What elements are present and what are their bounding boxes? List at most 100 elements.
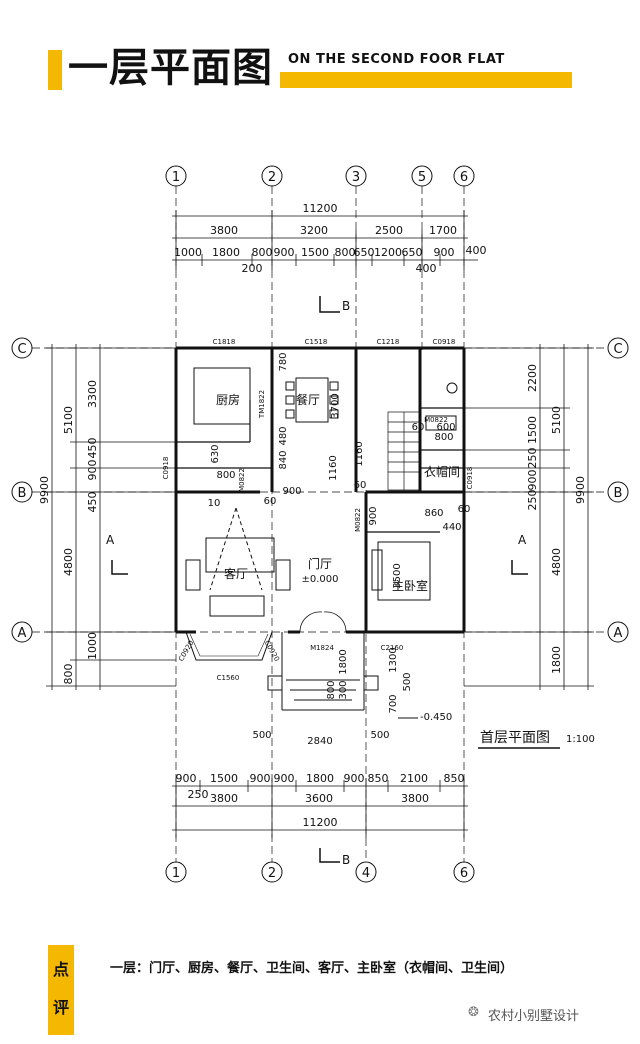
axis-label-left-b: B [18, 486, 27, 501]
top-dimensions [172, 210, 478, 270]
dim-inner-3: 800 [434, 432, 453, 443]
header: 一层平面图 ON THE SECOND FOOR FLAT [0, 0, 640, 120]
dim-left-6: 1000 [86, 632, 99, 660]
dim-top-small-1: 400 [416, 262, 437, 275]
comment-text: 一层：门厅、厨房、餐厅、卫生间、客厅、主卧室（衣帽间、卫生间） [110, 961, 514, 976]
axis-label-top-5: 5 [418, 170, 426, 185]
dim-inner-17: 500 [252, 730, 271, 741]
dim-right-0: 5100 [550, 406, 563, 434]
dim-inner-2: 480 [278, 426, 289, 445]
axis-label-bottom-6: 6 [460, 866, 468, 881]
dim-bottom-r2-2: 3600 [305, 792, 333, 805]
dim-inner-6: 60 [354, 480, 367, 491]
porch [267, 632, 379, 711]
window-c0918-right: C0918 [466, 467, 474, 490]
dim-right-3: 1500 [526, 416, 539, 444]
axis-label-left-c: C [17, 342, 26, 357]
section-b-top: B [342, 299, 350, 313]
door-m0822-master: M0822 [354, 508, 362, 532]
axis-bottom [165, 861, 475, 883]
dim-inner-20: 60 [412, 422, 425, 433]
dim-bottom-r2-3: 3800 [401, 792, 429, 805]
room-closet: 衣帽间 [424, 464, 460, 479]
dim-top-r3-1: 1800 [212, 246, 240, 259]
dim-right-total: 9900 [574, 476, 587, 504]
dim-inner-1: 3700 [330, 393, 341, 418]
dim-bottom-r1-8: 850 [444, 772, 465, 785]
stairs [387, 411, 421, 491]
comment-tag-char-1: 点 [52, 960, 69, 979]
dim-inner-4: 600 [436, 422, 455, 433]
dim-bottom-r2-0: 250 [188, 788, 209, 801]
living-sofas [185, 507, 291, 617]
accent-bar-left [48, 50, 62, 90]
dim-inner-19: 900 [368, 506, 379, 525]
axis-label-top-2: 2 [268, 170, 276, 185]
dim-top-4: 1700 [429, 224, 457, 237]
door-tm1822: TM1822 [258, 390, 266, 419]
window-c1218: C1218 [377, 338, 400, 346]
dim-top-r3-9: 900 [434, 246, 455, 259]
dim-left-5: 450 [86, 492, 99, 513]
dim-inner-0: 780 [278, 352, 289, 371]
dim-inner-11: 500 [402, 672, 413, 691]
dim-inner-18: 500 [370, 730, 389, 741]
axis-label-top-1: 1 [172, 170, 180, 185]
comment-tag-char-2: 评 [52, 998, 69, 1017]
dim-inner-16: 2840 [307, 736, 332, 747]
room-foyer: 门厅 [308, 556, 332, 571]
room-foyer-level: ±0.000 [301, 574, 338, 585]
dim-top-r3-0: 1000 [174, 246, 202, 259]
dim-right-4: 250 [526, 448, 539, 469]
dim-right-2: 2200 [526, 364, 539, 392]
dim-bottom-total: 11200 [303, 816, 338, 829]
dim-inner-7: 860 [424, 508, 443, 519]
bottom-dimensions [172, 778, 468, 838]
room-living: 客厅 [224, 566, 248, 581]
dim-top-total: 11200 [303, 202, 338, 215]
axis-label-right-a: A [614, 626, 623, 641]
axis-label-bottom-1: 1 [172, 866, 180, 881]
axis-label-right-c: C [613, 342, 622, 357]
room-master: 主卧室 [392, 578, 428, 593]
kitchen-counter [193, 367, 251, 425]
dim-inner-5: 1160 [328, 455, 339, 480]
dining-chairs [285, 381, 339, 419]
dim-left-total: 9900 [38, 476, 51, 504]
exterior-level: -0.450 [420, 712, 452, 723]
accent-bar-bottom [280, 72, 572, 88]
dim-right-1: 4800 [550, 548, 563, 576]
axis-label-right-b: B [614, 486, 623, 501]
left-dimensions [46, 344, 176, 690]
dim-inner-22: 10 [208, 498, 221, 509]
window-c1818: C1818 [213, 338, 236, 346]
window-c1560: C1560 [217, 674, 240, 682]
axis-label-top-3: 3 [352, 170, 360, 185]
dim-top-r3-7: 1200 [374, 246, 402, 259]
axis-label-bottom-2: 2 [268, 866, 276, 881]
dim-right-6: 250 [526, 490, 539, 511]
dim-top-r3-5: 800 [335, 246, 356, 259]
axis-label-bottom-4: 4 [362, 866, 370, 881]
dim-top-2: 3200 [300, 224, 328, 237]
page-title: 一层平面图 [68, 44, 273, 91]
window-c0918-top: C0918 [433, 338, 456, 346]
dim-inner-23: 840 [278, 450, 289, 469]
axis-label-top-6: 6 [460, 170, 468, 185]
vanity [425, 415, 457, 431]
dim-top-small-0: 200 [242, 262, 263, 275]
page-subtitle: ON THE SECOND FOOR FLAT [288, 52, 505, 67]
dim-inner-12: 1800 [338, 649, 349, 674]
floor-plan: 1 2 3 5 6 1 2 4 6 C B A C B A 11200 3800… [11, 165, 629, 883]
dim-inner-14: 700 [388, 694, 399, 713]
plan-scale: 1:100 [566, 734, 595, 745]
dim-top-r3-2: 800 [252, 246, 273, 259]
dim-left-3: 450 [86, 438, 99, 459]
section-a-right: A [518, 533, 527, 547]
comment-section: 点 评 一层：门厅、厨房、餐厅、卫生间、客厅、主卧室（衣帽间、卫生间） ❂ 农村… [0, 935, 640, 1044]
room-dining: 餐厅 [296, 392, 320, 407]
dim-inner-9: 3500 [392, 563, 403, 588]
dim-inner-27: 60 [264, 496, 277, 507]
room-kitchen: 厨房 [216, 392, 240, 407]
dim-inner-15: 800 [326, 680, 337, 699]
